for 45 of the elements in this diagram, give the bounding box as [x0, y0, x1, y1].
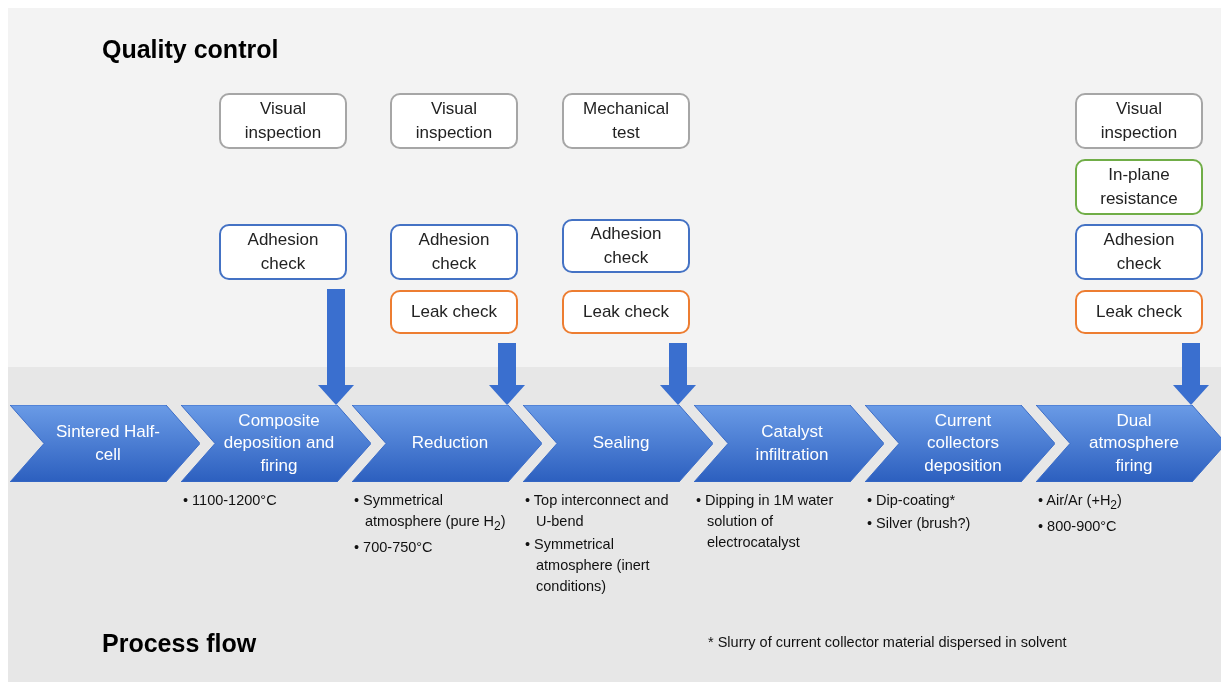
bullet-text: • Top interconnect and U-bend — [525, 491, 670, 531]
process-step — [352, 405, 542, 482]
bullet-text: • 800-900°C — [1038, 517, 1118, 537]
process-step — [10, 405, 200, 482]
step-label: Sealing — [592, 432, 650, 455]
check-card: Adhesion check — [219, 224, 347, 280]
bullet-text: • Dip-coating* — [867, 491, 957, 510]
section-panel — [8, 8, 1221, 367]
bullet-text: • Dipping in 1M water solution of electrocatalyst — [696, 491, 835, 553]
bullet-text: • Silver (brush?) — [867, 514, 972, 533]
process-step — [694, 405, 884, 482]
process-step — [1036, 405, 1221, 482]
step-label: Sintered Half-cell — [55, 421, 161, 466]
process-step — [181, 405, 371, 482]
down-arrow — [1173, 343, 1209, 405]
bullet-text: • 1100-1200°C — [183, 491, 278, 510]
step-label: Reduction — [411, 432, 489, 455]
bullet-text: • Air/Ar (+H$_{2}$) — [1038, 491, 1123, 514]
check-card: Leak check — [562, 290, 690, 334]
bullet-text: • Symmetrical atmosphere (pure H$_{2}$) — [354, 491, 507, 535]
check-card: Leak check — [1075, 290, 1203, 334]
down-arrow — [660, 343, 696, 405]
check-card: Visual inspection — [219, 93, 347, 149]
check-card: Adhesion check — [1075, 224, 1203, 280]
check-card: Visual inspection — [390, 93, 518, 149]
process-step — [523, 405, 713, 482]
check-card: In-plane resistance — [1075, 159, 1203, 215]
section-heading: Process flow — [102, 629, 257, 658]
step-label: Catalyst infiltration — [754, 421, 830, 466]
bullet-text: • Symmetrical atmosphere (inert conditions) — [525, 535, 651, 597]
step-label: Dual atmosphere firing — [1088, 410, 1180, 477]
down-arrow — [489, 343, 525, 405]
step-label: Composite deposition and firing — [222, 410, 336, 477]
check-card: Adhesion check — [390, 224, 518, 280]
section-heading: Quality control — [102, 35, 279, 64]
bullet-text: • 700-750°C — [354, 538, 434, 558]
step-label: Current collectors deposition — [923, 410, 1003, 477]
check-card: Leak check — [390, 290, 518, 334]
process-step — [865, 405, 1055, 482]
down-arrow — [318, 289, 354, 405]
footnote-text: * Slurry of current collector material dispersed in solvent — [708, 634, 1067, 650]
check-card: Visual inspection — [1075, 93, 1203, 149]
check-card: Adhesion check — [562, 219, 690, 273]
section-panel — [8, 367, 1221, 682]
check-card: Mechanical test — [562, 93, 690, 149]
